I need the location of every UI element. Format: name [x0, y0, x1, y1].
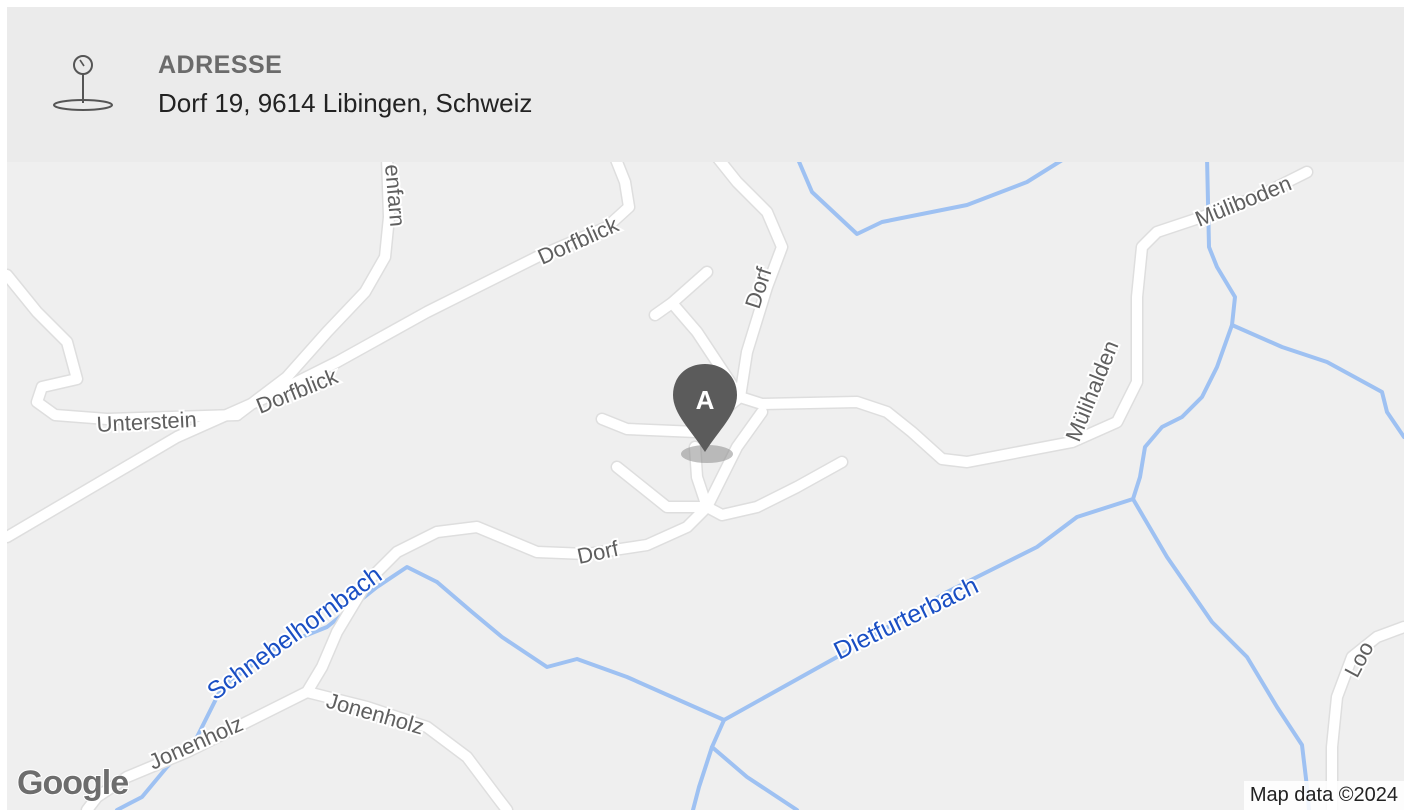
map-canvas[interactable]: Dorf Dorf Dorfblick Dorfblick Unterstein…: [7, 7, 1404, 810]
river-south: [691, 718, 726, 810]
water-label-schnebelhornbach: Schnebelhornbach: [202, 561, 387, 706]
roads: [7, 150, 1404, 810]
address-header: ADRESSE Dorf 19, 9614 Libingen, Schweiz: [7, 7, 1404, 162]
river-south-branch: [710, 745, 799, 810]
map-pin-icon: [673, 364, 737, 463]
river-east-upper: [1230, 323, 1404, 439]
road-label-dorf-north: Dorf: [740, 263, 777, 311]
google-logo[interactable]: Google: [16, 763, 130, 803]
map-attribution[interactable]: Map data ©2024: [1243, 781, 1404, 810]
road-label-jonenholz-left: Jonenholz: [145, 711, 247, 775]
road-label-unterstein: Unterstein: [96, 407, 197, 437]
river-top: [795, 155, 1069, 236]
location-pin-icon: [53, 55, 113, 111]
river-east-branch: [1131, 155, 1237, 501]
address-text: Dorf 19, 9614 Libingen, Schweiz: [158, 88, 533, 118]
river-east-lower: [1131, 497, 1311, 810]
rivers: [115, 155, 1404, 810]
water-label-dietfurterbach: Dietfurterbach: [829, 571, 982, 665]
river-dietfurterbach: [722, 497, 1135, 722]
marker-letter: A: [695, 385, 715, 415]
location-marker[interactable]: A: [669, 362, 741, 466]
road-label-jonenholz-right: Jonenholz: [324, 688, 427, 740]
road-label-dorf-south: Dorf: [575, 536, 622, 569]
map-widget: ADRESSE Dorf 19, 9614 Libingen, Schweiz: [7, 7, 1404, 810]
road-label-dorfblick-upper: Dorfblick: [534, 212, 623, 270]
address-label: ADRESSE: [158, 51, 283, 79]
river-schnebelhornbach: [435, 580, 726, 722]
road-label-enfarn: enfarn: [380, 163, 410, 227]
river-schnebelhornbach-west: [115, 565, 439, 810]
